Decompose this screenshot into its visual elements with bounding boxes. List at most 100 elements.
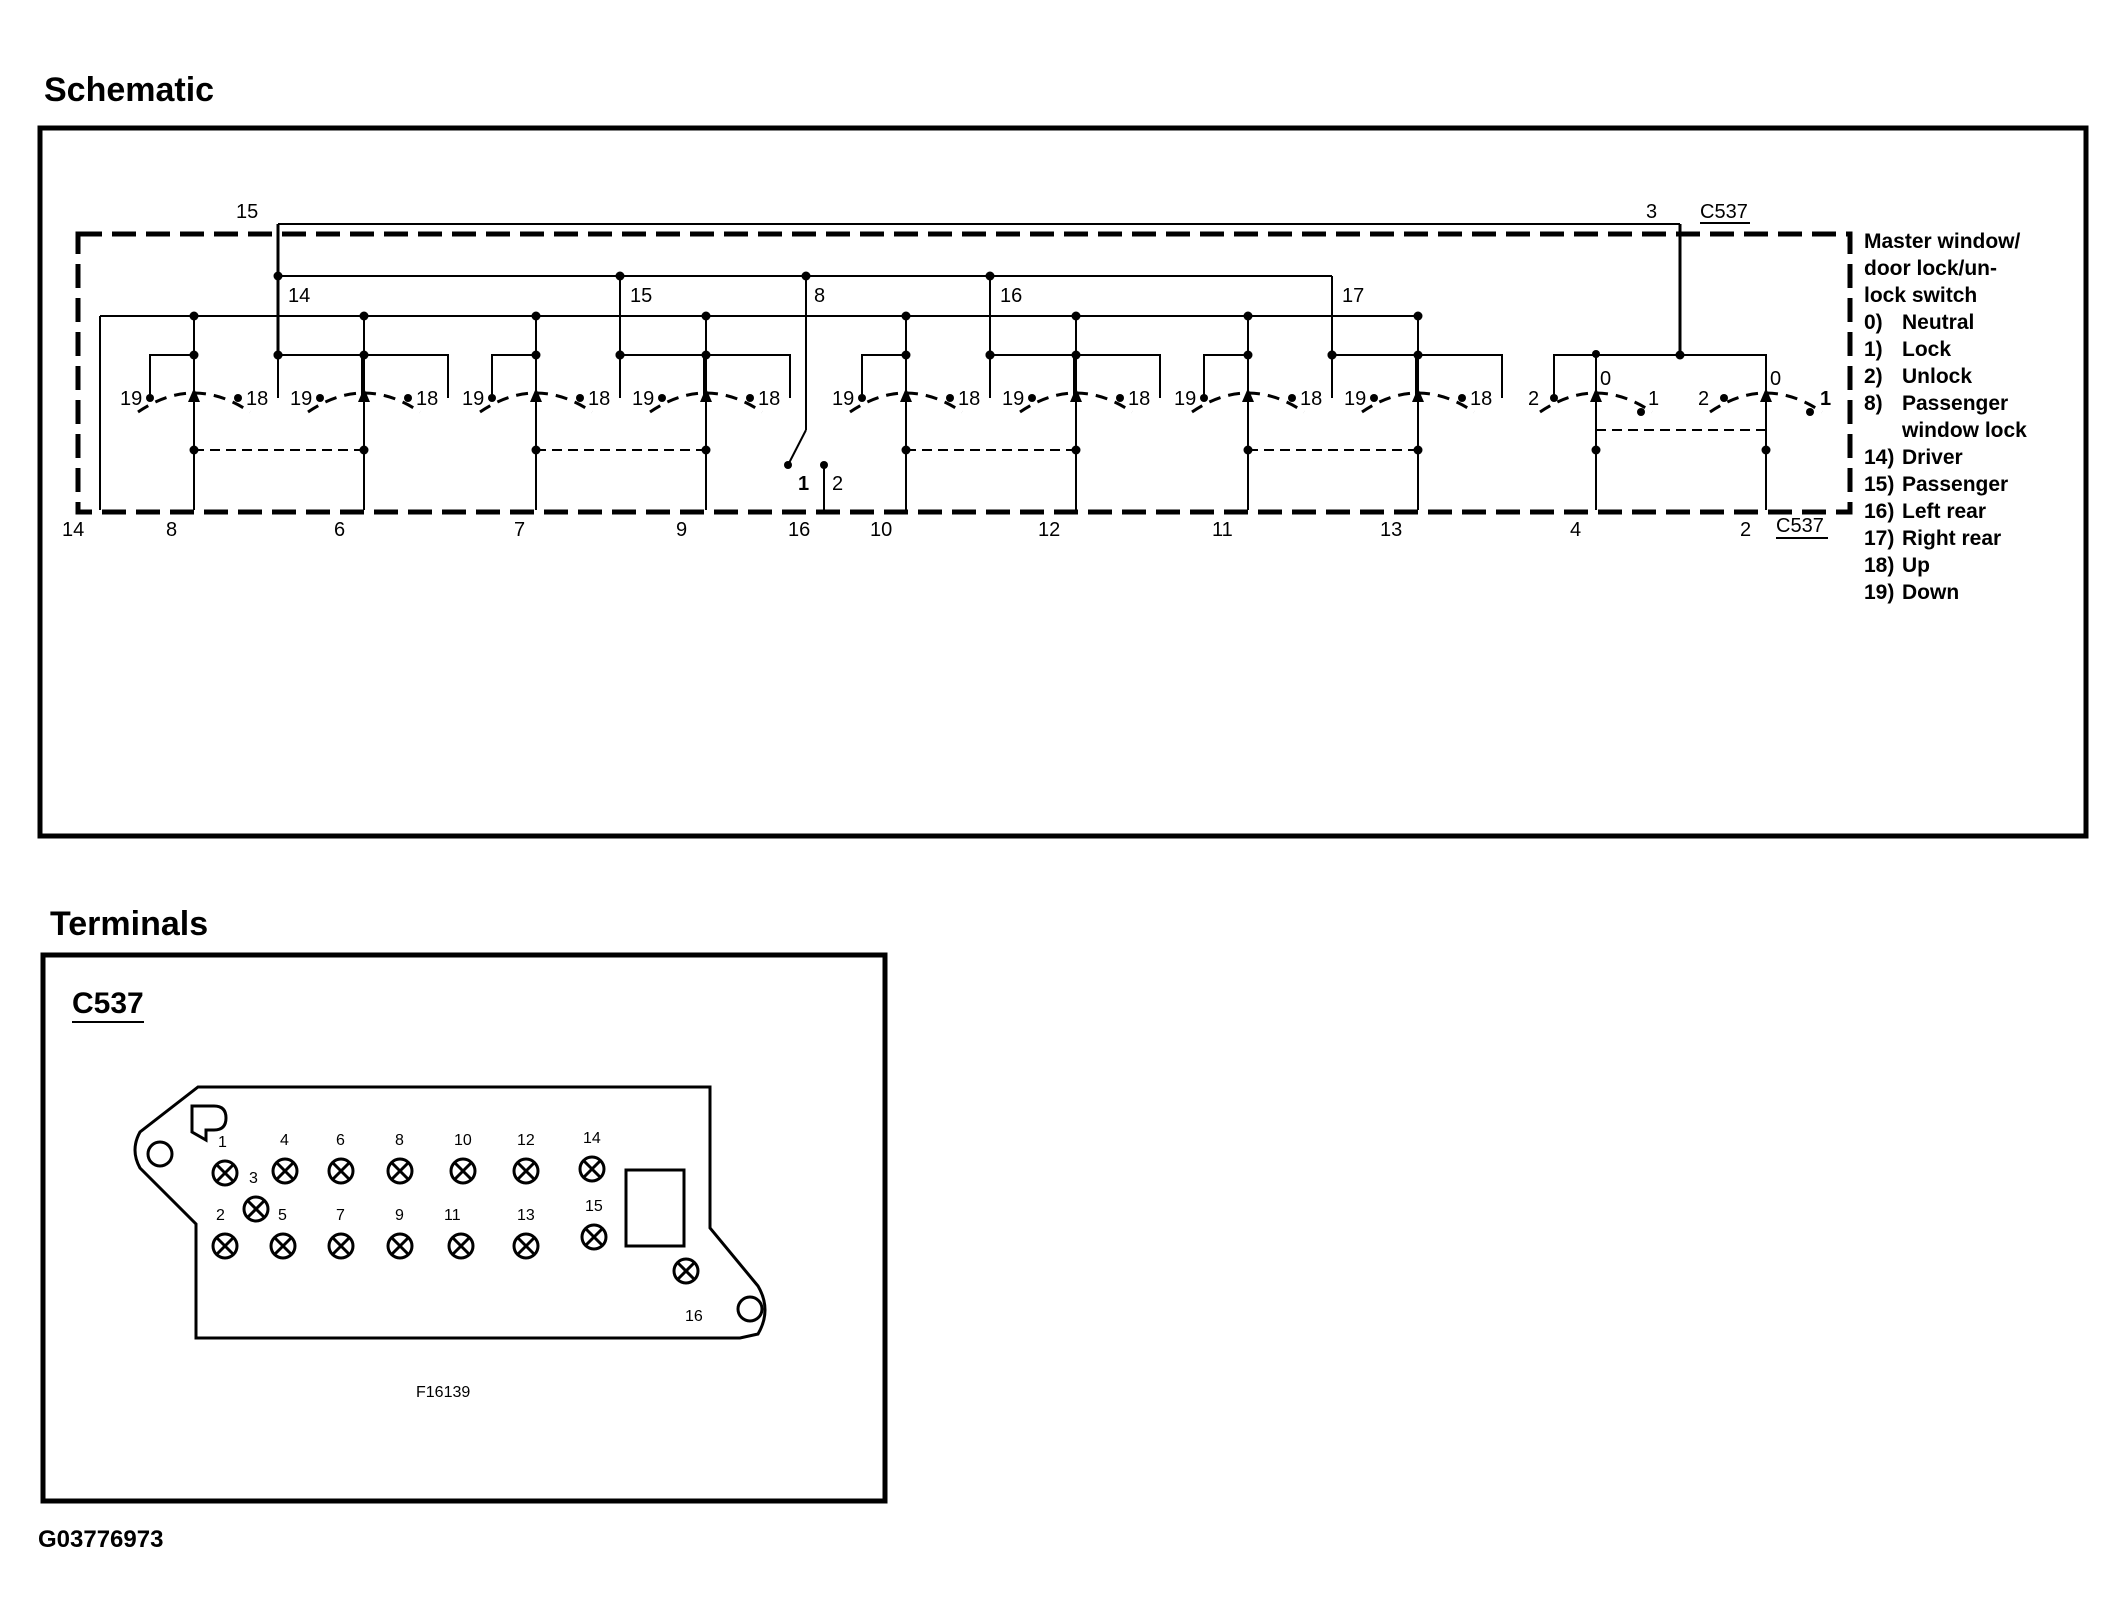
legend-title-line: lock switch — [1864, 284, 1977, 307]
switch-arrow — [358, 388, 370, 402]
connector-pin-label: 9 — [395, 1207, 404, 1224]
connector-pin: 8 — [386, 1132, 414, 1185]
legend-item-text: window lock — [1901, 419, 2027, 442]
switch-pos-down: 19 — [290, 388, 312, 410]
junction-dot — [189, 311, 199, 321]
switch-pos-up: 18 — [958, 388, 980, 410]
junction-dot — [273, 271, 283, 281]
bottom-pin-label: 13 — [1380, 519, 1402, 541]
door-lock-switch: 2 0 1 2 0 1 — [1528, 350, 1831, 510]
junction-dot — [1327, 350, 1337, 360]
bottom-pin-label: 10 — [870, 519, 892, 541]
junction-dot — [985, 350, 995, 360]
connector-pin-label: 2 — [216, 1207, 225, 1224]
figure-code: F16139 — [416, 1384, 470, 1401]
connector-pin-label: 15 — [585, 1198, 603, 1215]
connector-pin-label: 16 — [685, 1308, 703, 1325]
schematic-frame — [37, 125, 2089, 839]
switch-pos-down: 19 — [120, 388, 142, 410]
switch-arrow — [1070, 388, 1082, 402]
top-pin-3-label: 3 — [1646, 201, 1657, 223]
connector-pin: 12 — [512, 1132, 540, 1185]
junction-dot — [701, 311, 711, 321]
switch-pos-down: 19 — [1002, 388, 1024, 410]
connector-pin-label: 11 — [444, 1207, 461, 1224]
connector-pin-label: 5 — [278, 1207, 287, 1224]
switch-contact-wire — [1418, 354, 1503, 398]
switch-pos-up: 18 — [246, 388, 268, 410]
terminals-title: Terminals — [50, 905, 208, 943]
switch-arrow — [900, 388, 912, 402]
connector-pin: 5 — [269, 1207, 297, 1260]
junction-dot — [901, 311, 911, 321]
image-code: G03776973 — [38, 1526, 163, 1553]
switch-pos-down: 19 — [832, 388, 854, 410]
connector-pin: 3 — [242, 1170, 270, 1223]
connector-pin-label: 4 — [280, 1132, 289, 1149]
legend: Master window/ door lock/un- lock switch… — [1864, 230, 2027, 604]
legend-item-text: Unlock — [1902, 365, 1972, 388]
window-lock-pos-1: 1 — [798, 473, 809, 495]
junction-dot — [359, 311, 369, 321]
switch-contact — [146, 394, 154, 402]
switch-pos-up: 18 — [1470, 388, 1492, 410]
switch-arrow — [1412, 388, 1424, 402]
legend-item-text: Passenger — [1902, 473, 2008, 496]
switch-arrow — [530, 388, 542, 402]
switch-arc — [307, 391, 421, 414]
legend-item-key: 14) — [1864, 446, 1894, 469]
switch-pos-down: 19 — [462, 388, 484, 410]
bus-label-15: 15 — [630, 285, 652, 307]
bottom-pin-label: 9 — [676, 519, 687, 541]
connector-body — [133, 1085, 767, 1340]
lock-left-pos-1: 1 — [1648, 388, 1659, 410]
terminals-connector-title: C537 — [72, 987, 144, 1020]
switch-pos-up: 18 — [588, 388, 610, 410]
legend-item-key: 8) — [1864, 392, 1883, 415]
connector-pin: 9 — [386, 1207, 414, 1260]
switch-contact-wire — [706, 354, 791, 398]
legend-item-text: Driver — [1902, 446, 1963, 469]
lock-left-pos-0: 0 — [1600, 368, 1611, 390]
junction-dot — [615, 350, 625, 360]
connector-pin: 13 — [512, 1207, 540, 1260]
switch-contact — [404, 394, 412, 402]
switch-contact — [1370, 394, 1378, 402]
switch-contact — [1116, 394, 1124, 402]
legend-item-key: 2) — [1864, 365, 1883, 388]
switch-arc — [1019, 391, 1133, 414]
connector-pin-label: 1 — [218, 1134, 227, 1151]
switch-contact — [946, 394, 954, 402]
switch-contact-wire — [364, 354, 449, 398]
junction-dot — [273, 350, 283, 360]
lock-right-pos-0: 0 — [1770, 368, 1781, 390]
switch-contact — [1028, 394, 1036, 402]
switch-contact-wire — [619, 354, 705, 398]
window-lock-pos-2: 2 — [832, 473, 843, 495]
bus-label-14: 14 — [288, 285, 310, 307]
connector-pin: 10 — [449, 1132, 477, 1185]
switch-pos-up: 18 — [416, 388, 438, 410]
switch-contact-wire — [1076, 354, 1161, 398]
latch-window — [624, 1168, 686, 1248]
switch-contact — [316, 394, 324, 402]
legend-item-text: Neutral — [1902, 311, 1974, 334]
legend-item-key: 0) — [1864, 311, 1883, 334]
bus-label-17: 17 — [1342, 285, 1364, 307]
connector-pin: 6 — [327, 1132, 355, 1185]
switch-contact-wire — [989, 354, 1075, 398]
lock-right-pos-1: 1 — [1820, 388, 1831, 410]
legend-item-key: 17) — [1864, 527, 1894, 550]
connector-pin-label: 13 — [517, 1207, 535, 1224]
connector-pin-label: 14 — [583, 1130, 601, 1147]
bottom-pin-labels: 14 8 6 7 9 16 10 12 11 13 4 2 — [62, 519, 1751, 541]
switch-contact — [746, 394, 754, 402]
switch-contact — [1200, 394, 1208, 402]
bottom-pin-label: 7 — [514, 519, 525, 541]
connector-pin-label: 7 — [336, 1207, 345, 1224]
window-lock-switch: 1 2 — [784, 276, 843, 510]
mounting-hole — [736, 1295, 764, 1323]
legend-item-key: 16) — [1864, 500, 1894, 523]
